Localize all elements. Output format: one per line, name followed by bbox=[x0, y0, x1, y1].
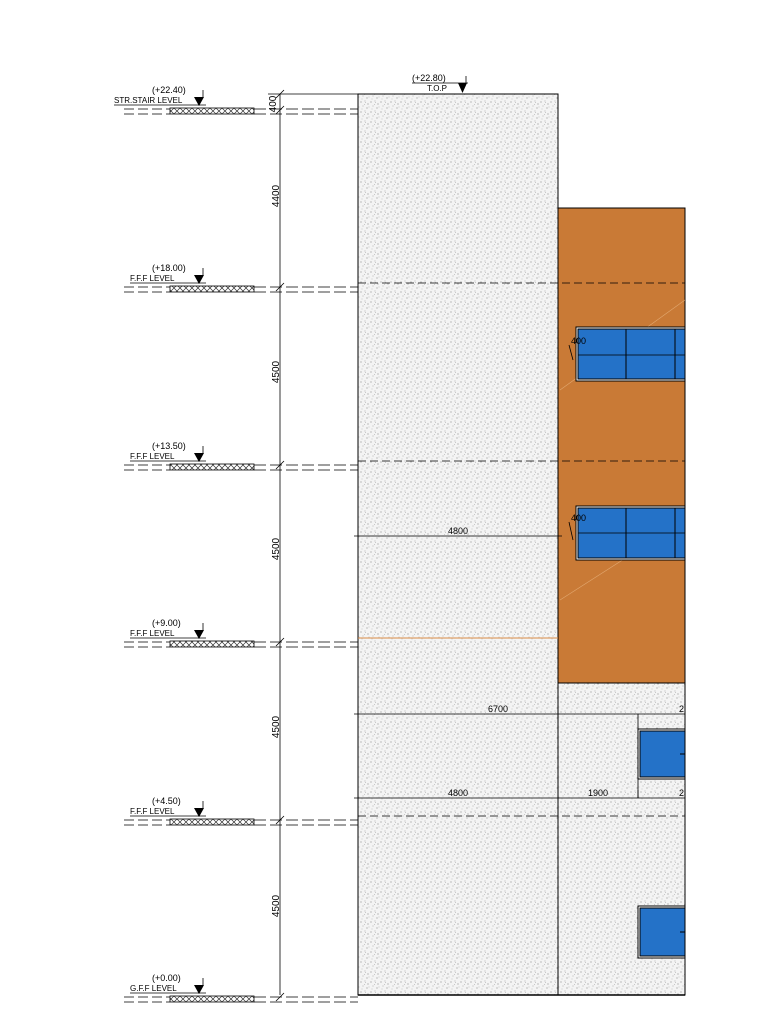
dim-6700: 6700 bbox=[488, 704, 508, 714]
level-value: (+0.00) bbox=[152, 973, 181, 983]
window-dim-middle: 400 bbox=[571, 513, 586, 523]
horizontal-dim-lines bbox=[354, 535, 685, 995]
level-triangle bbox=[194, 275, 204, 284]
vdim-4500-c: 4500 bbox=[271, 715, 282, 738]
dim-1900: 1900 bbox=[588, 788, 608, 798]
slab-hatch bbox=[169, 995, 255, 1003]
window-dim-ticks bbox=[568, 344, 574, 541]
level-name: STR.STAIR LEVEL bbox=[114, 96, 183, 105]
level-markers: (+22.40)STR.STAIR LEVEL(+18.00)F.F.F LEV… bbox=[114, 85, 358, 1003]
level-marker: (+13.50)F.F.F LEVEL bbox=[124, 441, 358, 471]
level-value: (+22.40) bbox=[152, 85, 186, 95]
edge-label-1: 2 bbox=[679, 704, 684, 714]
dim-4800-upper: 4800 bbox=[448, 526, 468, 536]
level-triangle bbox=[194, 808, 204, 817]
level-value: (+9.00) bbox=[152, 618, 181, 628]
window-lower-2 bbox=[637, 905, 686, 959]
level-name: F.F.F LEVEL bbox=[130, 807, 175, 816]
level-marker: (+4.50)F.F.F LEVEL bbox=[124, 796, 358, 826]
edge-label-2: 2 bbox=[679, 788, 684, 798]
level-triangle bbox=[194, 630, 204, 639]
window-lower-1 bbox=[637, 728, 686, 780]
level-value: (+18.00) bbox=[152, 263, 186, 273]
dim-4800-lower: 4800 bbox=[448, 788, 468, 798]
level-marker: (+0.00)G.F.F LEVEL bbox=[124, 973, 358, 1003]
level-name: F.F.F LEVEL bbox=[130, 274, 175, 283]
svg-text:(+22.80): (+22.80) bbox=[412, 73, 446, 83]
window-upper bbox=[575, 326, 686, 382]
level-marker: (+18.00)F.F.F LEVEL bbox=[124, 263, 358, 293]
level-marker: (+22.40)STR.STAIR LEVEL bbox=[114, 85, 358, 115]
level-value: (+4.50) bbox=[152, 796, 181, 806]
window-middle bbox=[575, 505, 686, 561]
slab-hatch bbox=[169, 463, 255, 471]
level-name: G.F.F LEVEL bbox=[130, 984, 177, 993]
window-dim-upper: 400 bbox=[571, 336, 586, 346]
cladding-panel bbox=[557, 207, 686, 684]
level-triangle bbox=[194, 985, 204, 994]
vdim-4400: 4400 bbox=[271, 184, 282, 207]
level-triangle bbox=[194, 97, 204, 106]
level-name: F.F.F LEVEL bbox=[130, 629, 175, 638]
level-marker: (+9.00)F.F.F LEVEL bbox=[124, 618, 358, 648]
level-name: F.F.F LEVEL bbox=[130, 452, 175, 461]
concrete-tower bbox=[357, 93, 559, 996]
vdim-4500-d: 4500 bbox=[271, 894, 282, 917]
top-level-marker: (+22.80) T.O.P bbox=[412, 73, 468, 93]
vdim-4500-b: 4500 bbox=[271, 537, 282, 560]
slab-hatch bbox=[169, 285, 255, 293]
floor-lines bbox=[358, 282, 685, 817]
level-triangle bbox=[194, 453, 204, 462]
svg-text:T.O.P: T.O.P bbox=[427, 84, 447, 93]
vdim-400: 400 bbox=[268, 95, 279, 112]
vdim-4500-a: 4500 bbox=[271, 360, 282, 383]
level-value: (+13.50) bbox=[152, 441, 186, 451]
slab-hatch bbox=[169, 818, 255, 826]
slab-hatch bbox=[169, 107, 255, 115]
slab-hatch bbox=[169, 640, 255, 648]
